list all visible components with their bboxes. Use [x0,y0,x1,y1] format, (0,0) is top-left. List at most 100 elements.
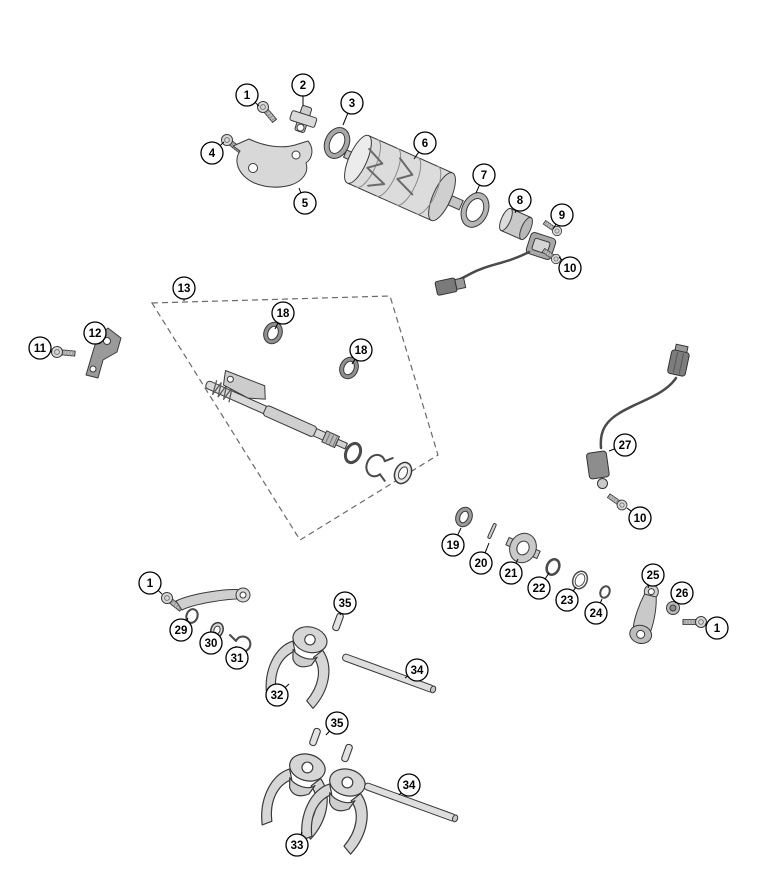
callout-1[interactable]: 1 [704,616,729,640]
callout-34[interactable]: 34 [397,773,421,797]
callout-circle[interactable] [705,616,729,640]
callout-leader-line [157,590,163,595]
part-washer-13a [343,441,363,465]
callout-number: 1 [714,623,721,635]
callout-number: 32 [271,690,284,702]
part-shift-lever-25 [629,584,659,644]
callout-circle[interactable] [235,83,259,107]
callout-leader-line [254,102,260,107]
sensor-cable-27 [599,376,678,450]
callout-circle[interactable] [527,576,551,600]
callout-18[interactable]: 18 [271,301,295,330]
callout-circle[interactable] [265,683,289,707]
callout-circle[interactable] [83,321,107,345]
callout-30[interactable]: 30 [199,631,223,655]
callout-3[interactable]: 3 [340,91,364,126]
callout-33[interactable]: 33 [285,831,309,857]
callout-6[interactable]: 6 [413,131,437,160]
callout-7[interactable]: 7 [472,163,496,194]
callout-29[interactable]: 29 [169,617,193,642]
callout-number: 10 [564,263,577,275]
callout-number: 5 [302,198,309,210]
callout-circle[interactable] [472,163,496,187]
callout-19[interactable]: 19 [441,527,465,557]
callout-circle[interactable] [199,631,223,655]
callout-2[interactable]: 2 [291,73,315,106]
callout-circle[interactable] [138,571,162,595]
callout-circle[interactable] [413,131,437,155]
callout-1[interactable]: 1 [235,83,260,107]
callout-number: 25 [647,570,660,582]
callout-leader-line [599,598,603,604]
callout-circle[interactable] [628,506,652,530]
callout-number: 18 [355,345,368,357]
callout-circle[interactable] [333,591,357,615]
cable-connector-27 [667,343,690,377]
callout-9[interactable]: 9 [550,203,574,230]
callout-circle[interactable] [670,581,694,605]
callout-35[interactable]: 35 [333,591,357,616]
callout-number: 33 [291,840,304,852]
callout-circle[interactable] [558,256,582,280]
callout-number: 31 [231,653,244,665]
callout-circle[interactable] [441,533,465,557]
callout-number: 3 [349,98,355,110]
callout-circle[interactable] [172,276,196,300]
callout-circle[interactable] [285,833,309,857]
callout-34[interactable]: 34 [404,658,429,682]
callout-circle[interactable] [271,301,295,325]
callout-circle[interactable] [508,188,532,212]
callout-leader-line [558,256,563,261]
part-pin-20 [487,523,497,539]
callout-circle[interactable] [225,646,249,670]
callout-circle[interactable] [584,601,608,625]
callout-number: 20 [475,558,488,570]
callout-circle[interactable] [200,141,224,165]
callout-1[interactable]: 1 [138,571,163,595]
callout-32[interactable]: 32 [265,683,290,707]
callout-12[interactable]: 12 [83,321,107,345]
callout-circle[interactable] [550,203,574,227]
callout-10[interactable]: 10 [558,256,582,280]
callout-circle[interactable] [349,338,373,362]
callout-23[interactable]: 23 [555,586,579,612]
callout-circle[interactable] [405,658,429,682]
callout-circle[interactable] [499,561,523,585]
callout-18[interactable]: 18 [349,338,373,365]
callout-22[interactable]: 22 [527,572,551,600]
callout-circle[interactable] [641,563,665,587]
callout-number: 1 [244,90,251,102]
callout-26[interactable]: 26 [670,581,694,605]
callout-10[interactable]: 10 [626,506,652,530]
callout-number: 34 [403,780,416,792]
callout-leader-line [457,527,462,536]
callout-31[interactable]: 31 [225,646,249,670]
callout-27[interactable]: 27 [608,433,637,457]
callout-5[interactable]: 5 [293,187,317,215]
callout-35[interactable]: 35 [325,711,349,736]
callout-13[interactable]: 13 [172,276,196,301]
callout-24[interactable]: 24 [584,598,608,625]
callout-4[interactable]: 4 [200,141,225,165]
callout-circle[interactable] [28,336,52,360]
callout-circle[interactable] [169,618,193,642]
callout-21[interactable]: 21 [499,558,523,585]
callout-circle[interactable] [340,91,364,115]
callout-leader-line [342,112,349,126]
callout-11[interactable]: 11 [28,336,53,360]
callout-circle[interactable] [291,73,315,97]
callout-circle[interactable] [397,773,421,797]
part-oring-22 [545,558,561,576]
callout-circle[interactable] [325,711,349,735]
callout-circle[interactable] [555,588,579,612]
callout-circle[interactable] [613,433,637,457]
callout-circle[interactable] [293,191,317,215]
callout-number: 8 [517,195,524,207]
part-bolt-1c [682,616,707,628]
callout-25[interactable]: 25 [641,563,665,589]
callout-8[interactable]: 8 [508,188,532,214]
callout-circle[interactable] [469,551,493,575]
callout-20[interactable]: 20 [469,542,493,575]
part-retainer-2 [289,105,318,133]
